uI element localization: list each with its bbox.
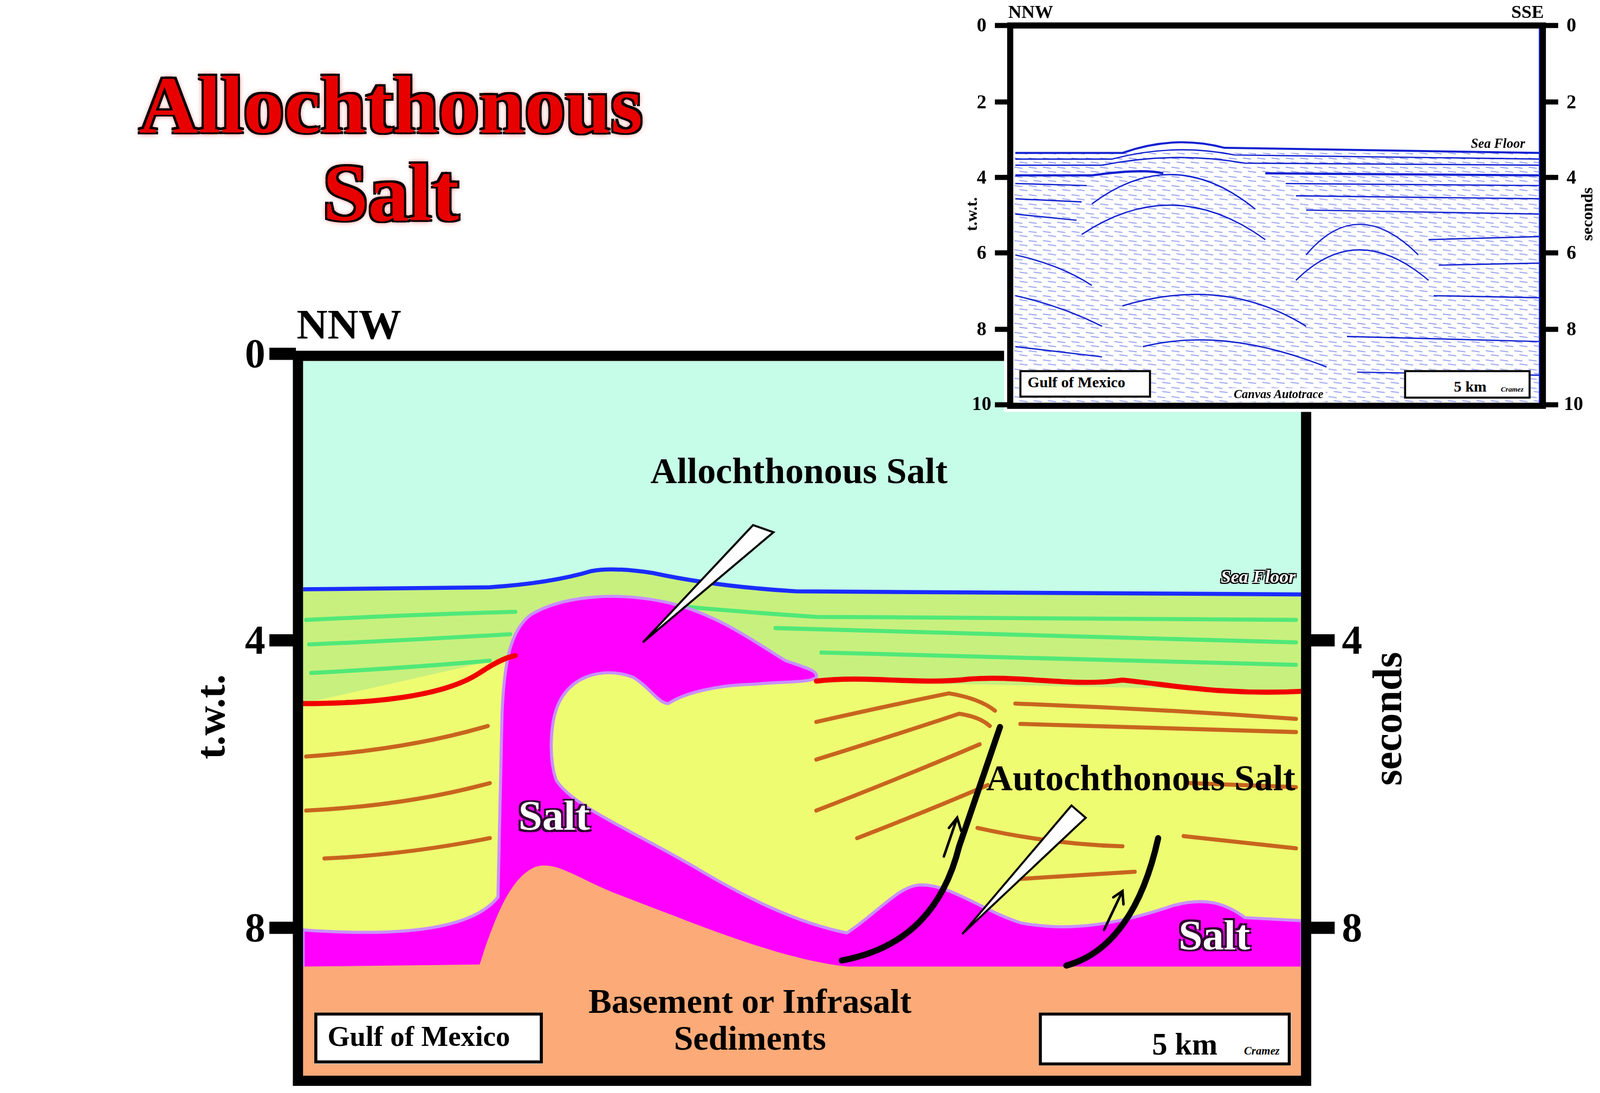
axis-title: seconds — [1579, 187, 1597, 242]
axis-title: t.w.t. — [189, 674, 233, 760]
location-box: Gulf of Mexico — [314, 1012, 543, 1064]
box-text: Gulf of Mexico — [327, 1020, 511, 1053]
credit-note: Cramez — [1244, 1045, 1280, 1058]
axis-number: 4 — [244, 619, 266, 663]
credit-note: Cramez — [1500, 386, 1524, 394]
box-text: 5 km — [1151, 1028, 1218, 1060]
credit-note: Canvas Autotrace — [1231, 388, 1326, 402]
salt-label: Salt — [518, 793, 591, 839]
axis-number: 8 — [1342, 907, 1363, 950]
box-text: Gulf of Mexico — [1027, 374, 1125, 391]
axis-number: 0 — [976, 15, 987, 36]
direction-label: NNW — [1008, 2, 1054, 23]
axis-title: t.w.t. — [963, 197, 982, 232]
sea-floor-label: Sea Floor — [1471, 137, 1526, 152]
scale-box: 5 km Cramez — [1038, 1012, 1291, 1066]
axis-number: 10 — [1563, 393, 1584, 415]
axis-number: 8 — [244, 907, 266, 950]
sea-floor-label: Sea Floor — [1220, 567, 1296, 588]
axis-number: 4 — [1342, 619, 1363, 663]
direction-label: NNW — [296, 301, 401, 347]
callout-label: Autochthonous Salt — [986, 760, 1296, 799]
axis-number: 4 — [1566, 167, 1577, 189]
axis-number: 6 — [1566, 242, 1577, 264]
location-box: Gulf of Mexico — [1019, 370, 1151, 398]
box-text: 5 km — [1453, 379, 1487, 395]
axis-number: 8 — [976, 319, 987, 340]
axis-number: 2 — [976, 91, 987, 113]
axis-number: 8 — [1566, 319, 1577, 340]
axis-number: 4 — [976, 167, 987, 189]
axis-number: 2 — [1566, 91, 1577, 113]
axis-number: 6 — [976, 242, 987, 264]
direction-label: SSE — [1511, 2, 1544, 23]
scale-box: 5 km Cramez — [1403, 370, 1531, 399]
axis-number: 10 — [972, 393, 992, 415]
callout-label: Allochthonous Salt — [650, 452, 948, 492]
diagram-title: Allochthonous Salt — [84, 61, 697, 238]
basement-label: Basement or Infrasalt Sediments — [573, 983, 926, 1057]
salt-label: Salt — [1178, 912, 1250, 958]
axis-number: 0 — [244, 332, 266, 376]
axis-title: seconds — [1366, 652, 1410, 787]
axis-number: 0 — [1566, 15, 1577, 36]
